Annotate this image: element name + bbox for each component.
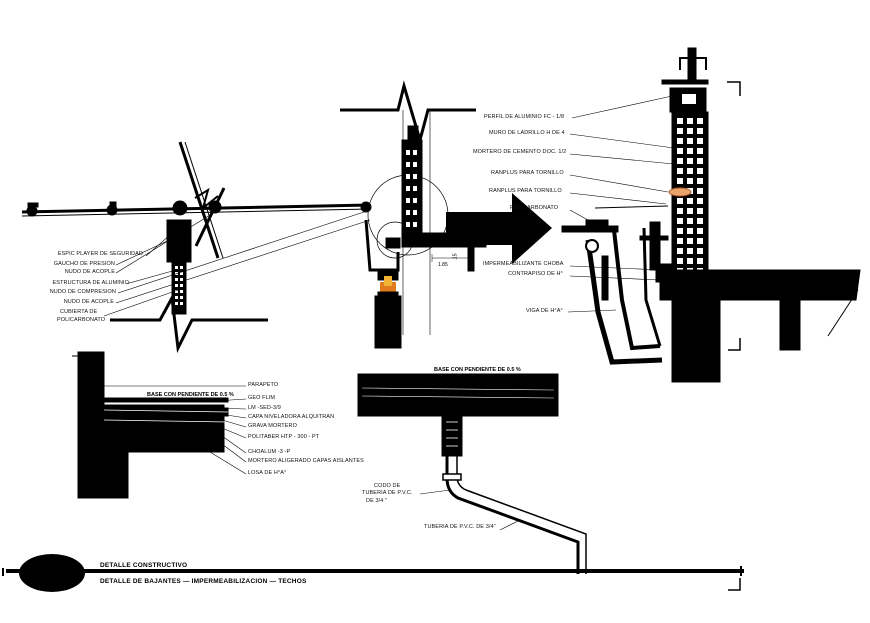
label-mortero-cemento: MORTERO DE CEMENTO DOC. 1/2: [473, 149, 567, 155]
brick-cell: [697, 188, 703, 194]
brick-cell: [687, 248, 693, 254]
label-tuberia-pvc: TUBERIA DE P.V.C.: [362, 490, 413, 496]
brick-cell: [697, 258, 703, 264]
brick-cell: [697, 168, 703, 174]
brick-cell: [687, 178, 693, 184]
brick-cell: [697, 218, 703, 224]
label-policarbonato-right: POLICARBONATO: [510, 205, 559, 211]
detail-left-graphic: [21, 141, 372, 354]
label-mortero-aligerado: MORTERO ALIGERADO CAPAS AISLANTES: [248, 458, 364, 464]
brick-cell: [677, 178, 683, 184]
label-codo: CODO DE: [374, 483, 401, 489]
brick-cell: [687, 238, 693, 244]
label-nudo-acople-2: NUDO DE ACOPLE: [63, 299, 114, 305]
label-tuberia-pvc-3-4: TUBERIA DE P.V.C. DE 3/4": [424, 524, 496, 530]
brick-cell: [677, 208, 683, 214]
brick-cell: [677, 258, 683, 264]
label-gaucho-presion: GAUCHO DE PRESION: [53, 261, 115, 267]
brick-cell: [697, 228, 703, 234]
brick-cell: [677, 128, 683, 134]
brick-cell: [697, 118, 703, 124]
dimension-b: .15: [452, 253, 459, 261]
label-lm-sed: LM -SED-3/9: [248, 405, 281, 411]
arrow-icon: [446, 193, 552, 264]
brick-cell: [687, 218, 693, 224]
brick-cell: [677, 138, 683, 144]
brick-cell: [697, 158, 703, 164]
brick-cell: [677, 248, 683, 254]
brick-cell: [687, 118, 693, 124]
brick-cell: [687, 258, 693, 264]
brick-cell: [677, 148, 683, 154]
brick-cell: [677, 118, 683, 124]
detail-right-graphic: [561, 47, 861, 383]
footer-subtitle: DETALLE DE BAJANTES — IMPERMEABILIZACION…: [100, 578, 307, 585]
brick-cell: [677, 198, 683, 204]
brick-cell: [687, 128, 693, 134]
label-impermeabilizante: IMPERMEABILIZANTE CHOBA: [483, 261, 564, 267]
label-espic-player: ESPIC PLAYER DE SEGURIDAD: [57, 251, 143, 257]
brick-cell: [697, 148, 703, 154]
label-geo-flim: GEO FLIM: [248, 395, 276, 401]
brick-cell: [687, 148, 693, 154]
label-perfil-aluminio: PERFIL DE ALUMINIO FC - 1/8: [484, 114, 565, 120]
label-estructura-aluminio: ESTRUCTURA DE ALUMINIO: [52, 280, 129, 286]
label-capa-niveladora: CAPA NIVELADORA ALQUITRAN: [248, 414, 335, 420]
brick-cell: [697, 138, 703, 144]
brick-cell: [677, 238, 683, 244]
label-contrapiso: CONTRAPISO DE H°: [508, 271, 563, 277]
brick-cell: [697, 198, 703, 204]
label-nudo-acople-1: NUDO DE ACOPLE: [64, 269, 115, 275]
brick-cell: [697, 128, 703, 134]
brick-cell: [687, 198, 693, 204]
label-cubierta: CUBIERTA DE: [60, 309, 98, 315]
brick-cell: [677, 168, 683, 174]
brick-cell: [687, 158, 693, 164]
detail-roof-graphic: [72, 351, 247, 499]
label-losa: LOSA DE H°A°: [248, 470, 287, 476]
footer-title: DETALLE CONSTRUCTIVO: [100, 562, 188, 569]
brick-cell: [687, 228, 693, 234]
brick-cell: [687, 208, 693, 214]
title-block-graphic: [2, 554, 744, 592]
brick-cell: [697, 208, 703, 214]
label-politaber: POLITABER HTP - 300 - PT: [248, 434, 320, 440]
roof-detail-title: BASE CON PENDIENTE DE 0.5 %: [147, 392, 234, 398]
label-policarbonato-left: POLICARBONATO: [57, 317, 106, 323]
label-nudo-compresion: NUDO DE COMPRESION: [49, 289, 116, 295]
brick-cell: [687, 168, 693, 174]
brick-cell: [677, 228, 683, 234]
brick-cell: [697, 238, 703, 244]
label-viga: VIGA DE H°A°: [526, 308, 563, 314]
label-ranplus-1: RANPLUS PARA TORNILLO: [491, 170, 564, 176]
brick-cell: [697, 178, 703, 184]
label-de-3-4: DE 3/4 ": [366, 498, 388, 504]
label-ranplus-2: RANPLUS PARA TORNILLO: [489, 188, 562, 194]
brick-cell: [687, 138, 693, 144]
detail-pipe-graphic: [357, 373, 587, 574]
brick-cell: [677, 218, 683, 224]
brick-cell: [697, 248, 703, 254]
dimension-a: 1.85: [438, 262, 448, 268]
label-muro-ladrillo: MURO DE LADRILLO H DE 4: [489, 130, 565, 136]
label-parapeto: PARAPETO: [248, 382, 279, 388]
label-choalum: CHOALUM -3 -P: [248, 449, 291, 455]
label-grava-mortero: GRAVA MORTERO: [248, 423, 297, 429]
brick-cell: [677, 158, 683, 164]
pipe-detail-title: BASE CON PENDIENTE DE 0.5 %: [434, 367, 521, 373]
